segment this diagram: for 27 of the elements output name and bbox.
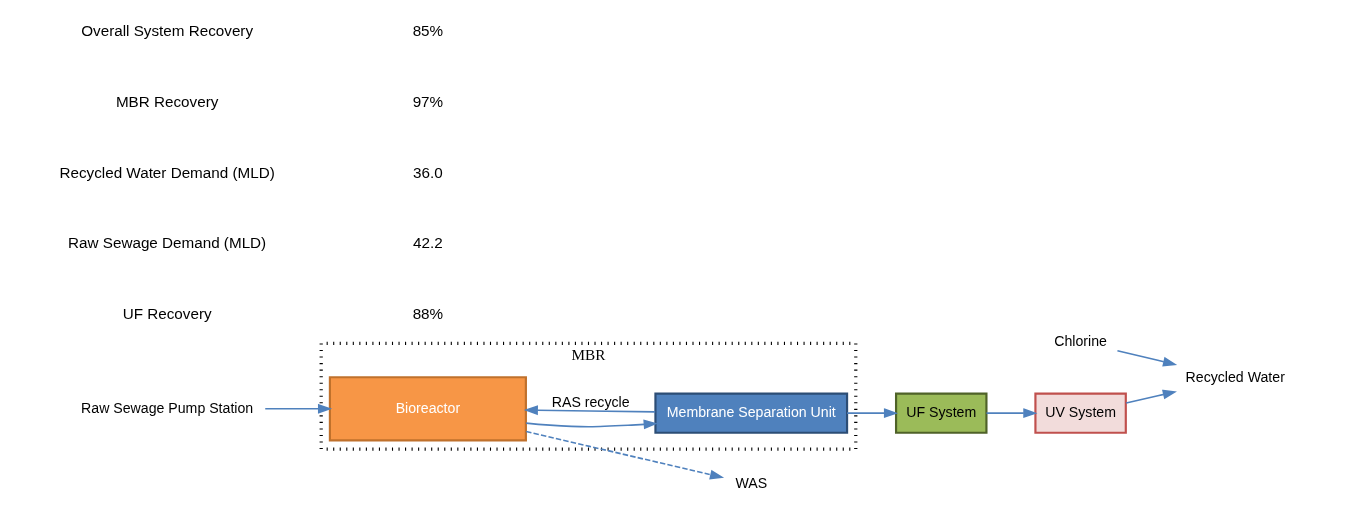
label: UF Recovery (122, 305, 212, 323)
node-text: Recycled Water (1185, 369, 1285, 386)
arrow (524, 430, 724, 480)
label: Recycled Water Demand (MLD) (58, 163, 275, 181)
node-text: Chlorine (1053, 333, 1107, 350)
edge-label: RAS recycle (551, 394, 630, 411)
node-box: UF System (894, 392, 987, 434)
arrow (985, 408, 1037, 419)
node-text: Raw Sewage Pump Station (80, 399, 253, 416)
label: 36.0 (412, 163, 443, 181)
arrow (523, 405, 656, 416)
node-box: Bioreactor (328, 376, 527, 442)
label: Raw Sewage Demand (MLD) (67, 234, 266, 252)
label: Overall System Recovery (80, 22, 253, 40)
node-box: UV System (1033, 392, 1127, 434)
node-text: WAS (734, 474, 767, 491)
node-box: Membrane Separation Unit (653, 392, 848, 434)
label: 85% (412, 22, 443, 40)
arrow (845, 408, 898, 419)
arrow (1116, 350, 1177, 367)
label: MBR Recovery (115, 92, 218, 110)
arrow (1124, 389, 1177, 404)
label: 42.2 (412, 234, 443, 252)
arrow (263, 403, 332, 414)
label: 88% (412, 305, 443, 323)
arrow (524, 419, 658, 430)
label: 97% (412, 92, 443, 110)
